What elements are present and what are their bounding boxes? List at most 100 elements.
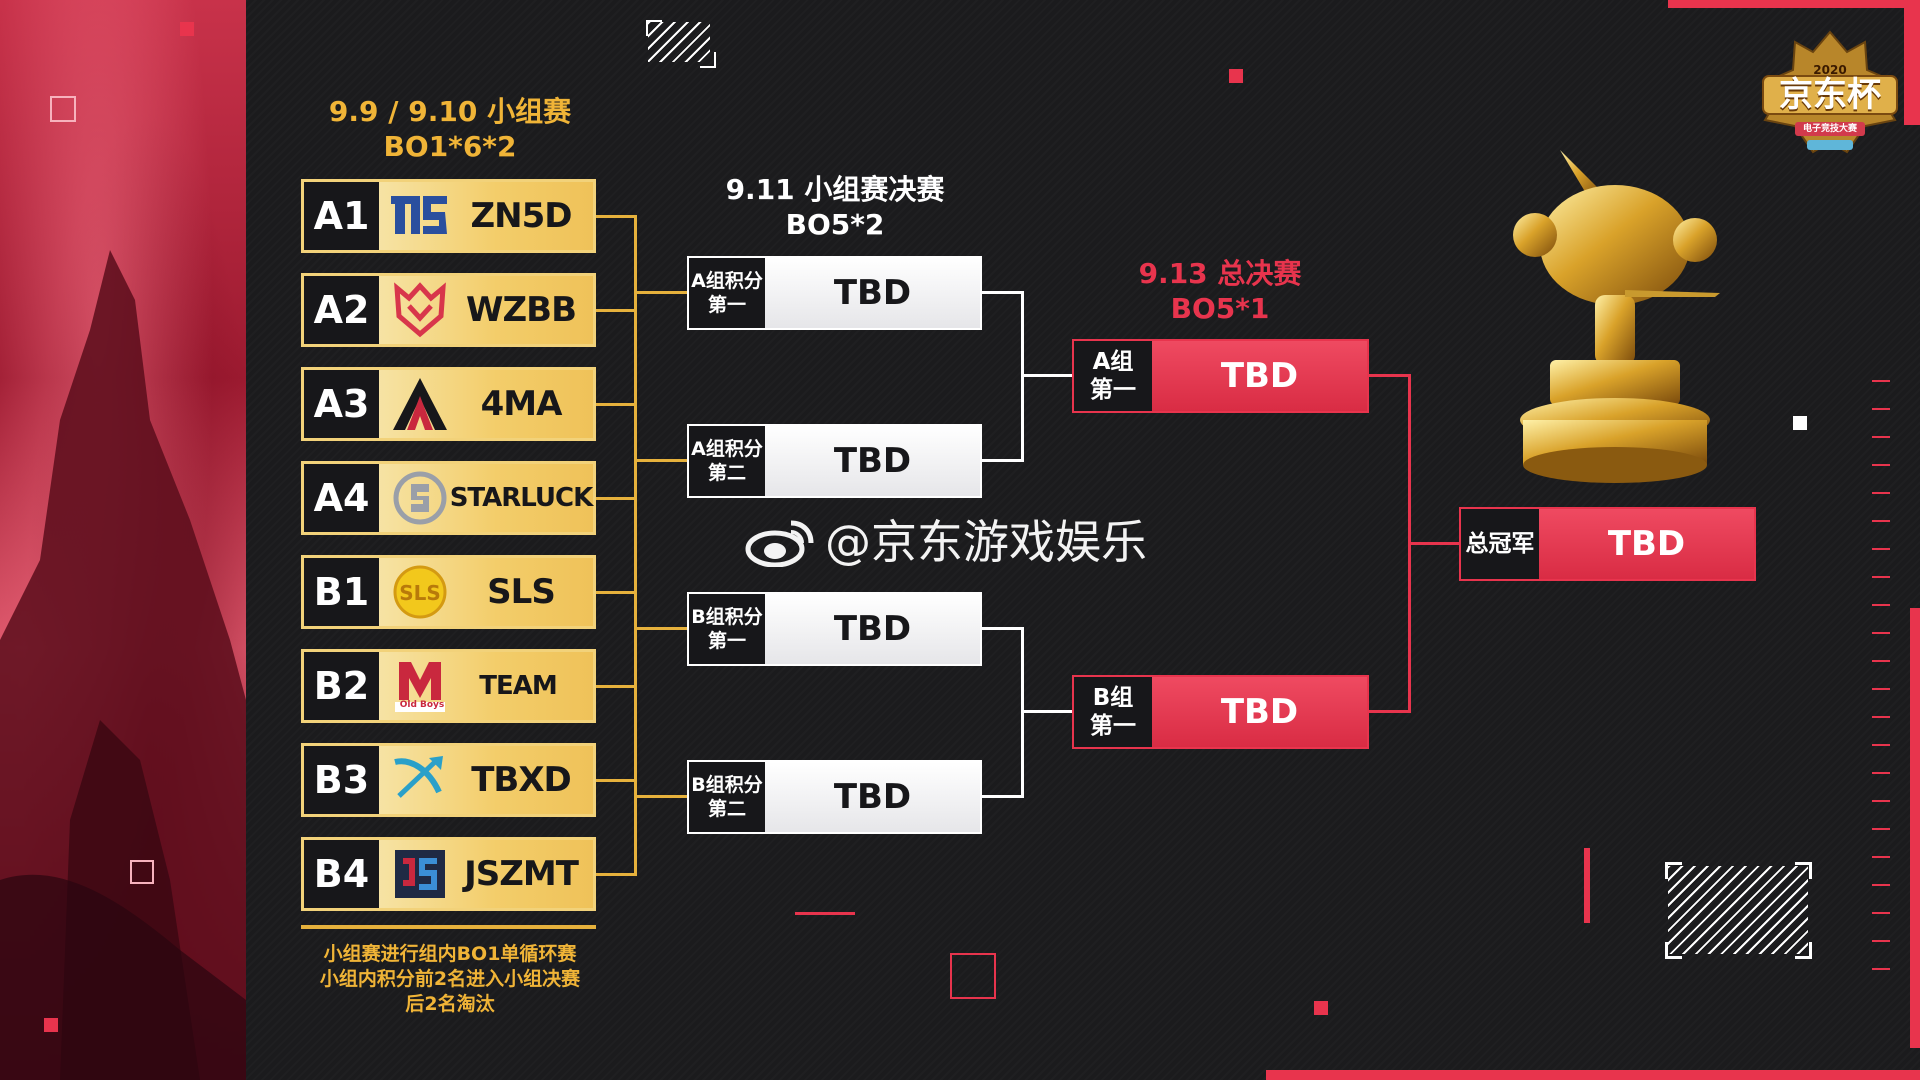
team-seed: A3 [304, 370, 379, 438]
team-list-underline [301, 925, 596, 929]
group-stage-date: 9.9 / 9.10 小组赛 [328, 95, 572, 128]
team-name-box: 4MA [379, 370, 593, 438]
trophy-image [1505, 145, 1725, 490]
group-final-match-a1: A组积分第一 TBD [687, 256, 982, 330]
zn5d-logo-icon [391, 196, 447, 234]
connector [1021, 710, 1073, 713]
connector [596, 591, 636, 594]
jd-cup-logo: 2020 京东杯 电子竞技大赛 [1755, 30, 1905, 160]
team-card-a1: A1 ZN5D [301, 179, 596, 253]
connector [1408, 542, 1460, 545]
magma-logo-icon [395, 662, 445, 712]
match-result: TBD [765, 762, 980, 832]
team-name-box: Old Boys TEAM MAGMA [379, 652, 593, 769]
connector [982, 459, 1024, 462]
champion-result: TBD [1539, 509, 1754, 579]
weibo-watermark: @京东游戏娱乐 [745, 512, 1147, 572]
group-final-match-b1: B组积分第一 TBD [687, 592, 982, 666]
team-card-b1: B1 SLS SLS [301, 555, 596, 629]
group-final-match-b2: B组积分第二 TBD [687, 760, 982, 834]
deco-corner [1795, 862, 1812, 879]
team-seed: B2 [304, 652, 379, 720]
deco-square [1229, 69, 1243, 83]
watermark-text: @京东游戏娱乐 [825, 515, 1147, 569]
deco-square [1314, 1001, 1328, 1015]
match-label: A组第一 [1074, 341, 1152, 411]
deco-side-bar [1904, 0, 1920, 125]
rule-line: 后2名淘汰 [405, 993, 495, 1015]
grand-final-title: 9.13 总决赛 BO5*1 [1080, 256, 1360, 326]
deco-hatch [1668, 866, 1808, 954]
team-seed: A1 [304, 182, 379, 250]
connector [982, 627, 1024, 630]
team-name: JSZMT [464, 854, 579, 894]
match-result: TBD [1152, 677, 1367, 747]
4ma-logo-icon [393, 378, 447, 430]
team-seed: B3 [304, 746, 379, 814]
team-name-box: JSZMT [379, 840, 593, 908]
match-label: B组积分第二 [689, 762, 765, 832]
connector [636, 291, 688, 294]
team-name-box: WZBB [379, 276, 593, 344]
tbxd-logo-icon [394, 756, 443, 798]
match-label: B组积分第一 [689, 594, 765, 664]
deco-corner [1665, 942, 1682, 959]
deco-side-bar [1910, 608, 1920, 1048]
team-name: TEAM MAGMA [464, 671, 573, 769]
team-seed: A2 [304, 276, 379, 344]
match-label-line2: 第一 [1090, 377, 1136, 403]
connector [596, 497, 636, 500]
rule-line: 小组内积分前2名进入小组决赛 [319, 968, 581, 990]
team-name: WZBB [466, 290, 577, 330]
connector [982, 795, 1024, 798]
connector [1369, 710, 1411, 713]
match-label-line2: 第二 [707, 798, 746, 820]
deco-corner [1795, 942, 1812, 959]
deco-corner [700, 52, 716, 68]
match-label-line2: 第一 [1090, 713, 1136, 739]
team-name: TBXD [471, 760, 572, 800]
connector [636, 459, 688, 462]
brand-year: 2020 [1813, 63, 1847, 77]
connector [596, 779, 636, 782]
match-label-line2: 第一 [707, 630, 746, 652]
brand-name: 京东杯 [1779, 75, 1881, 115]
connector [596, 873, 636, 876]
grand-final-match-b: B组第一 TBD [1072, 675, 1369, 749]
match-result: TBD [765, 426, 980, 496]
match-label-line1: B组积分 [691, 606, 763, 628]
champion-label: 总冠军 [1461, 509, 1539, 579]
match-label-line2: 第一 [707, 294, 746, 316]
deco-top-bar [1668, 0, 1920, 8]
rule-line: 小组赛进行组内BO1单循环赛 [323, 943, 577, 965]
team-seed: B4 [304, 840, 379, 908]
team-name: STARLUCK [449, 483, 594, 513]
match-label-line1: B组积分 [691, 774, 763, 796]
team-seed: A4 [304, 464, 379, 532]
grand-final-match-a: A组第一 TBD [1072, 339, 1369, 413]
deco-square-outline [950, 953, 996, 999]
jszmt-logo-icon [395, 850, 445, 898]
match-label-line1: A组积分 [691, 438, 763, 460]
connector [596, 309, 636, 312]
group-stage-title: 9.9 / 9.10 小组赛 BO1*6*2 [300, 94, 600, 164]
deco-hatch [648, 22, 710, 62]
weibo-icon [745, 520, 814, 567]
team-card-a2: A2 WZBB [301, 273, 596, 347]
group-final-match-a2: A组积分第二 TBD [687, 424, 982, 498]
match-label: B组第一 [1074, 677, 1152, 747]
grand-final-date: 9.13 总决赛 [1138, 257, 1302, 290]
team-name-box: TBXD [379, 746, 593, 814]
deco-ticks [1872, 380, 1890, 980]
connector [1369, 374, 1411, 377]
match-label: A组积分第二 [689, 426, 765, 496]
left-artwork-panel [0, 0, 246, 1080]
rock-silhouette [0, 250, 246, 1080]
match-label-line1: A组 [1092, 349, 1134, 375]
group-stage-format: BO1*6*2 [383, 130, 517, 163]
connector [982, 291, 1024, 294]
champion-box: 总冠军 TBD [1459, 507, 1756, 581]
deco-square-outline [130, 860, 154, 884]
connector [634, 215, 637, 876]
svg-text:SLS: SLS [399, 581, 441, 605]
